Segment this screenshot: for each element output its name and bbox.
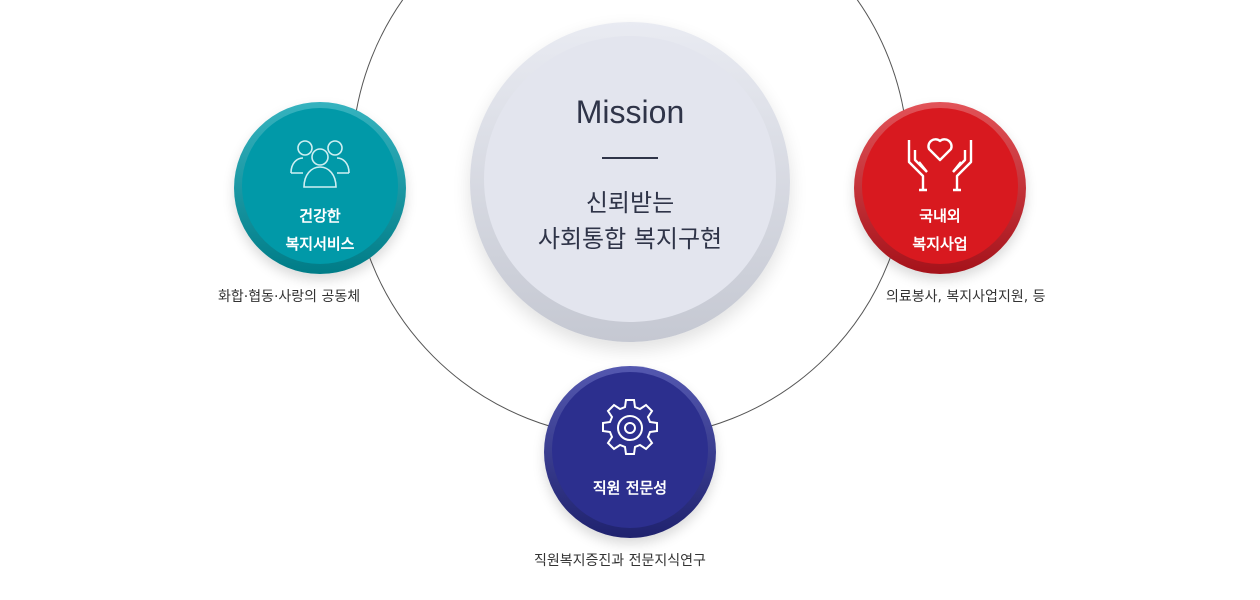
health-caption: 화합·협동·사랑의 공동체	[218, 289, 361, 305]
welfare-project-circle: 국내외 복지사업	[854, 102, 1026, 274]
people-group-icon	[288, 136, 352, 192]
gear-icon	[599, 399, 661, 456]
node-title-line-2: 복지서비스	[285, 235, 355, 253]
node-title-line-2: 복지사업	[912, 235, 968, 253]
health-service-circle: 건강한 복지서비스	[234, 102, 406, 274]
staff-caption: 직원복지증진과 전문지식연구	[534, 553, 706, 569]
mission-circle: Mission 신뢰받는 사회통합 복지구현	[470, 22, 790, 342]
mission-title: Mission	[575, 94, 685, 130]
mission-statement: 신뢰받는 사회통합 복지구현	[538, 185, 722, 257]
hands-heart-icon	[905, 136, 975, 192]
node-title-line-1: 국내외	[919, 207, 961, 225]
mission-line-1: 신뢰받는	[585, 189, 675, 217]
welfare-caption: 의료봉사, 복지사업지원, 등	[886, 289, 1046, 305]
node-title: 직원 전문성	[592, 479, 668, 497]
node-title-line-1: 건강한	[299, 207, 341, 225]
mission-line-2: 사회통합 복지구현	[537, 225, 723, 253]
divider	[602, 157, 658, 159]
staff-expertise-circle: 직원 전문성	[544, 366, 716, 538]
